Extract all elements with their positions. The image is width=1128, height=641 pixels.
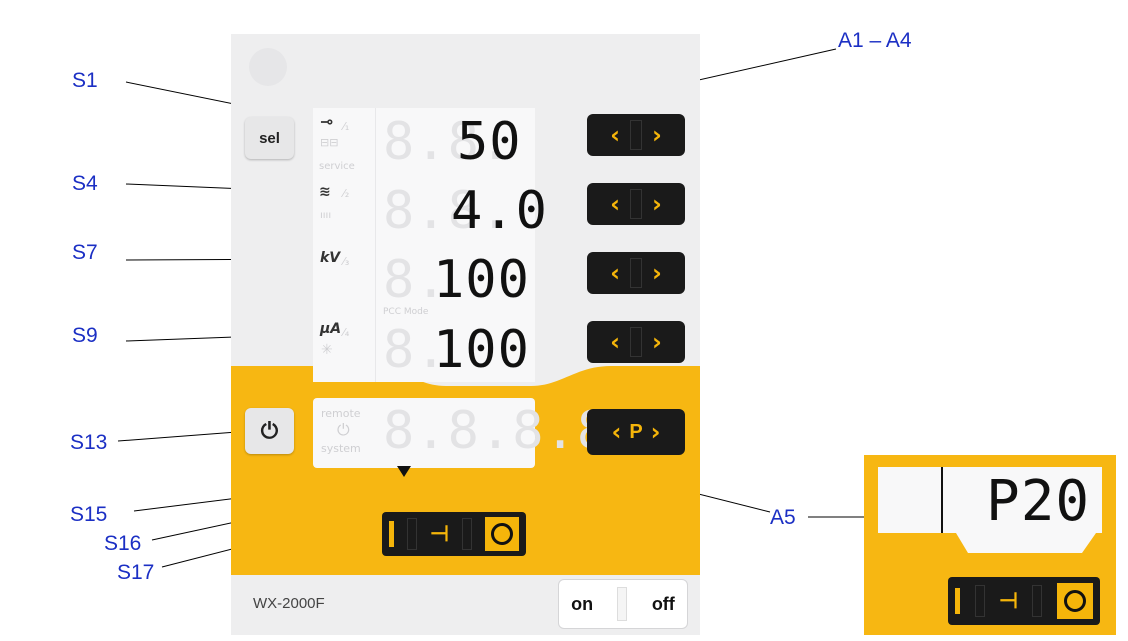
chevron-left-icon: ‹ <box>610 190 620 218</box>
inset-display-value: P20 <box>986 469 1091 534</box>
callout-s15: S15 <box>70 503 108 526</box>
switch-divider-icon <box>617 587 628 621</box>
model-label: WX-2000F <box>253 595 325 612</box>
divider-icon <box>630 120 642 150</box>
power-button[interactable]: ⏻ <box>245 408 294 454</box>
callout-s16: S16 <box>104 532 142 555</box>
sel-button[interactable]: sel <box>245 117 294 159</box>
adjust-button-3[interactable]: ‹ › <box>587 252 685 294</box>
chevron-left-icon: ‹ <box>611 418 622 446</box>
chevron-right-icon: › <box>652 259 662 287</box>
lcd-panel <box>313 108 535 382</box>
mode-pulse-icon: ⊣ <box>998 588 1019 613</box>
display-5-panel <box>313 398 535 468</box>
program-button-label: P <box>629 420 643 443</box>
display-1-ghost: 8.8. <box>383 112 513 172</box>
display-3-value: 100 <box>433 250 530 310</box>
tune-icon-2: ⁄₂ <box>343 187 350 200</box>
mode-continuous-icon <box>388 521 394 547</box>
chevron-right-icon: › <box>652 190 662 218</box>
system-label: system <box>321 442 361 455</box>
off-label: off <box>651 593 675 614</box>
inset-panel: P20 ⊣ <box>864 455 1116 635</box>
adjust-button-4[interactable]: ‹ › <box>587 321 685 363</box>
callout-s9: S9 <box>72 324 98 347</box>
tune-icon-1: ⁄₁ <box>343 120 350 133</box>
display-1-value: 50 <box>457 112 522 172</box>
mode-target-icon <box>485 517 520 551</box>
sel-button-label: sel <box>259 129 280 147</box>
lcd-divider <box>375 108 376 382</box>
on-label: on <box>571 593 594 614</box>
mode-pulse-icon: ⊣ <box>429 521 450 546</box>
leader-s13 <box>117 430 251 442</box>
display-4-ghost: 8. <box>383 320 448 380</box>
callout-a1-a4: A1 – A4 <box>838 29 912 52</box>
inset-lcd-shape <box>878 467 1102 553</box>
kv-label: kV <box>320 250 341 266</box>
mode-continuous-icon <box>955 588 961 614</box>
power-icon: ⏻ <box>260 418 279 443</box>
adjust-button-1[interactable]: ‹ › <box>587 114 685 156</box>
coil-icon: ≋ <box>319 184 331 200</box>
callout-s17: S17 <box>117 561 155 584</box>
device-panel: sel ⊸ ⊟⊟ service ≋ ıııı kV µA ✳ ⁄₁ ⁄₂ ⁄₃… <box>231 34 700 635</box>
mode-divider-icon <box>974 585 985 617</box>
display-3-ghost: 8. <box>383 250 448 310</box>
display-2-value: 4.0 <box>451 181 548 241</box>
dots-icon: ıııı <box>320 210 332 221</box>
remote-power-icon: ⏻ <box>337 420 350 439</box>
program-button[interactable]: ‹ P › <box>587 409 685 455</box>
display-2-ghost: 8.8. <box>383 181 513 241</box>
pcc-mode-label: PCC Mode <box>383 307 429 317</box>
mode-divider-icon <box>406 518 417 550</box>
on-off-switch[interactable]: on off <box>558 579 688 629</box>
callout-s1: S1 <box>72 69 98 92</box>
inset-mode-switch[interactable]: ⊣ <box>948 577 1100 625</box>
chevron-right-icon: › <box>652 121 662 149</box>
chevron-left-icon: ‹ <box>610 259 620 287</box>
mode-divider-icon <box>1032 585 1043 617</box>
chevron-left-icon: ‹ <box>610 121 620 149</box>
indicator-triangle-icon <box>397 466 411 477</box>
callout-s4: S4 <box>72 172 98 195</box>
mode-target-icon <box>1056 583 1093 619</box>
mode-icon: ⊟⊟ <box>320 136 339 149</box>
display-4-value: 100 <box>433 320 530 380</box>
plug-icon: ⊸ <box>320 112 334 131</box>
adjust-button-2[interactable]: ‹ › <box>587 183 685 225</box>
tune-icon-4: ⁄₄ <box>343 326 350 339</box>
chevron-right-icon: › <box>650 418 661 446</box>
sun-icon: ✳ <box>321 342 333 358</box>
service-label: service <box>319 161 355 172</box>
callout-s13: S13 <box>70 431 108 454</box>
mode-switch[interactable]: ⊣ <box>382 512 526 556</box>
divider-icon <box>630 258 642 288</box>
chevron-left-icon: ‹ <box>610 328 620 356</box>
divider-icon <box>630 189 642 219</box>
mode-divider-icon <box>462 518 473 550</box>
callout-a5: A5 <box>770 506 796 529</box>
remote-label: remote <box>321 407 361 420</box>
divider-icon <box>630 327 642 357</box>
chevron-right-icon: › <box>652 328 662 356</box>
ua-label: µA <box>320 321 342 337</box>
logo-mark <box>249 48 287 86</box>
tune-icon-3: ⁄₃ <box>343 255 350 268</box>
callout-s7: S7 <box>72 241 98 264</box>
